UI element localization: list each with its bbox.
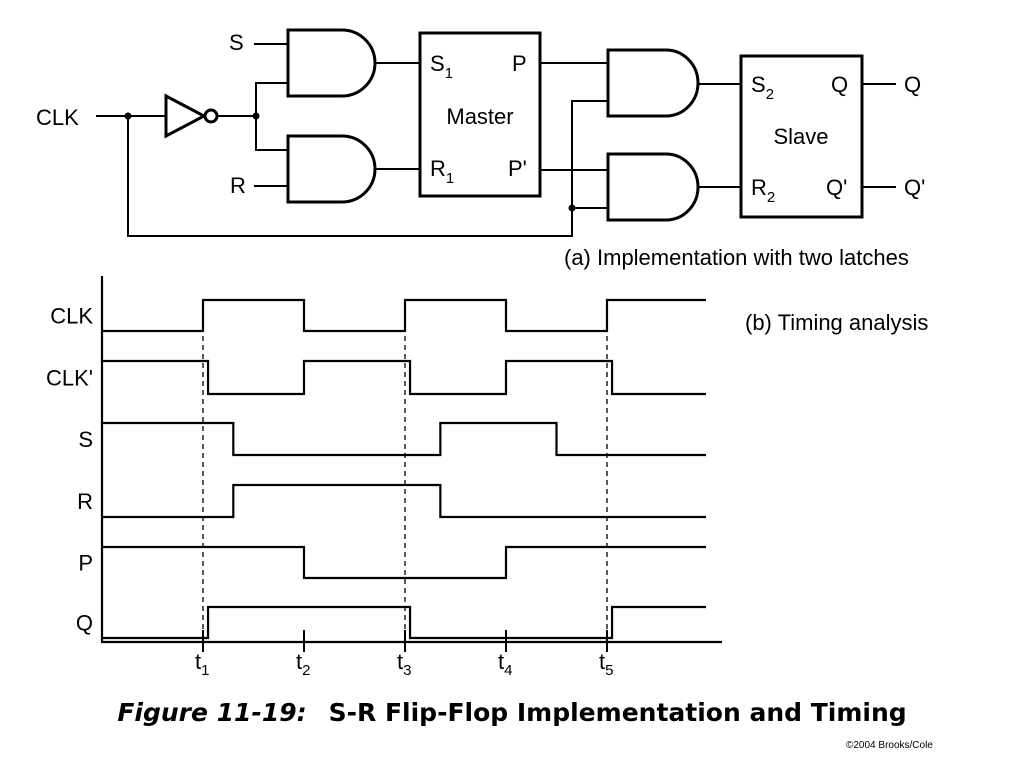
slave-s-pin: S2 bbox=[751, 72, 774, 103]
timing-time-markers: t1 t2 t3 t4 t5 bbox=[195, 630, 613, 679]
timing-signal-labels: CLK CLK' S R P Q bbox=[46, 304, 93, 636]
timing-axes bbox=[100, 276, 722, 644]
timing-diagram: (b) Timing analysis CLK CLK' S R P Q t1 t2 t3 t4… bbox=[46, 276, 928, 679]
inverter-bubble bbox=[203, 108, 219, 124]
signal-label: CLK' bbox=[46, 366, 93, 391]
figure-caption: Figure 11-19: S-R Flip-Flop Implementatio… bbox=[0, 698, 1024, 727]
clkbar-to-and1 bbox=[255, 82, 288, 116]
slave-r-pin: R2 bbox=[751, 175, 775, 206]
slave-title: Slave bbox=[773, 124, 828, 149]
and-gate-s bbox=[286, 28, 377, 98]
slave-qbar-pin: Q' bbox=[826, 175, 847, 200]
output-q-label: Q bbox=[904, 72, 921, 97]
waveform-r bbox=[102, 483, 706, 519]
signal-label: Q bbox=[76, 611, 93, 636]
signal-label: CLK bbox=[50, 304, 93, 329]
signal-label: P bbox=[78, 551, 93, 576]
time-marker-label: t1 bbox=[195, 649, 209, 679]
figure-label: Figure 11-19: bbox=[117, 698, 307, 727]
and-gate-pbar bbox=[606, 152, 700, 222]
master-s-pin: S1 bbox=[430, 51, 453, 82]
master-title: Master bbox=[446, 104, 513, 129]
master-r-pin: R1 bbox=[430, 156, 454, 187]
time-marker-label: t3 bbox=[397, 649, 411, 679]
output-qbar-label: Q' bbox=[904, 175, 925, 200]
input-clk-label: CLK bbox=[36, 105, 79, 130]
and-gate-r bbox=[286, 134, 377, 204]
time-marker-label: t2 bbox=[296, 649, 310, 679]
waveform-clk-bar bbox=[102, 359, 706, 396]
waveform-p bbox=[102, 545, 706, 580]
waveform-q bbox=[102, 605, 706, 640]
signal-label: S bbox=[78, 427, 93, 452]
clkbar-to-and2 bbox=[255, 116, 288, 151]
timing-dashed-lines bbox=[202, 300, 608, 642]
timing-waveforms bbox=[102, 298, 706, 640]
master-pbar-pin: P' bbox=[508, 156, 527, 181]
master-p-pin: P bbox=[512, 51, 527, 76]
time-marker-label: t4 bbox=[498, 649, 512, 679]
input-s-label: S bbox=[229, 30, 244, 55]
and-gate-p bbox=[606, 48, 700, 118]
input-r-label: R bbox=[230, 173, 246, 198]
slave-latch bbox=[739, 54, 864, 219]
slave-q-pin: Q bbox=[831, 72, 848, 97]
waveform-s bbox=[102, 421, 706, 457]
signal-label: R bbox=[77, 489, 93, 514]
circuit-diagram: S CLK R S1 R1 P P' Master bbox=[36, 28, 925, 270]
time-marker-label: t5 bbox=[599, 649, 613, 679]
clk-feedback-wire bbox=[127, 100, 608, 237]
circuit-caption: (a) Implementation with two latches bbox=[564, 245, 909, 270]
figure-title: S-R Flip-Flop Implementation and Timing bbox=[328, 698, 907, 727]
master-latch bbox=[418, 31, 542, 198]
waveform-clk bbox=[102, 298, 706, 333]
copyright-notice: ©2004 Brooks/Cole bbox=[846, 740, 933, 751]
timing-caption: (b) Timing analysis bbox=[745, 310, 928, 335]
inverter-gate bbox=[164, 93, 208, 139]
